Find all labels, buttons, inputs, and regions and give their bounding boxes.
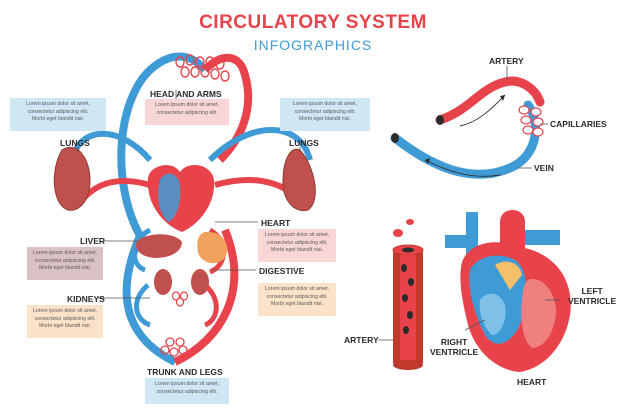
info-text-line: consectetur adipiscing elit. [27,108,89,115]
vein-flow-arrow [424,159,501,177]
floating-blood-cells [393,219,414,237]
valve [495,261,522,290]
info-text-line: Lorem ipsum dolor sit amet, [292,101,357,107]
info-text-line: Morbi eget blandit nisi. [39,265,91,271]
heart-leader-lines [464,299,560,331]
kidney-vein [134,283,152,328]
right-ventricle-inner [479,293,506,335]
info-text-line: Morbi eget blandit nisi. [271,301,323,307]
info-text-line: Morbi eget blandit nisi. [39,323,91,329]
pulmonary-artery [525,230,560,245]
label-heart: HEART [261,218,291,228]
right-kidney [191,269,209,295]
label-left-ventricle-line2: VENTRICLE [568,296,617,306]
info-box-top-right: Lorem ipsum dolor sit amet, consectetur … [280,98,370,131]
label-left-ventricle: LEFT VENTRICLE [568,286,616,306]
label-artery-top: ARTERY [489,56,524,66]
center-heart [147,165,215,232]
info-text-line: consectetur adipiscing elit. [294,108,356,115]
capillary-mesh-right [518,105,544,137]
info-text-line: Morbi eget blandit nisi. [32,116,84,122]
info-text-line: consectetur adipiscing elit. [156,388,218,395]
artery-opening [436,115,444,125]
info-box-liver: Lorem ipsum dolor sit amet, consectetur … [27,247,103,280]
lung-vein-right [207,127,313,163]
label-right-ventricle: RIGHT VENTRICLE [430,337,478,357]
info-text-line: Morbi eget blandit nisi. [271,247,323,253]
right-leader-lines [506,66,548,169]
info-text-line: Lorem ipsum dolor sit amet, [25,101,90,107]
info-text-line: consectetur adipiscing elit. [156,109,218,116]
digestive-organ [197,231,228,264]
label-digestive: DIGESTIVE [259,266,305,276]
info-text-line: Morbi eget blandit nisi. [299,116,351,122]
kidney-artery [203,283,219,328]
left-kidney [154,269,172,295]
info-text-line: consectetur adipiscing elit. [34,315,96,322]
right-lung [282,148,316,212]
label-lungs-right: LUNGS [289,138,319,148]
head-vein-loop [117,52,209,238]
liver [135,234,182,258]
info-box-heart: Lorem ipsum dolor sit amet, consectetur … [258,229,336,262]
liver-vein [131,227,152,273]
info-box-top-left: Lorem ipsum dolor sit amet, consectetur … [10,98,106,131]
vein-tube [390,100,540,179]
info-text-line: consectetur adipiscing elit. [266,293,328,300]
label-right-ventricle-line1: RIGHT [440,337,468,347]
info-box-head: Lorem ipsum dolor sit amet, consectetur … [145,99,229,125]
info-text-line: consectetur adipiscing elit. [34,257,96,264]
info-box-trunk: Lorem ipsum dolor sit amet, consectetur … [145,378,229,404]
label-lungs-left: LUNGS [60,138,90,148]
info-text-line: Lorem ipsum dolor sit amet, [154,102,219,108]
head-capillaries [175,54,230,82]
vein-arrowhead [425,158,430,164]
vein-opening [391,133,399,143]
label-head-and-arms: HEAD AND ARMS [150,89,222,99]
info-text-line: Lorem ipsum dolor sit amet, [264,286,329,292]
leader-lines [77,90,301,299]
info-text-line: Lorem ipsum dolor sit amet, [32,250,97,256]
body-capillaries [160,337,188,357]
left-lung [53,147,91,211]
pulmonary-vein-left [445,235,470,248]
artery-bottom-cap [393,360,423,370]
artery-lumen [402,247,414,253]
info-box-kidneys: Lorem ipsum dolor sit amet, consectetur … [27,305,103,338]
artery-blood-cells [401,264,414,334]
label-right-ventricle-line2: VENTRICLE [430,347,479,357]
left-ventricle-inner [521,279,556,348]
label-capillaries: CAPILLARIES [550,119,607,129]
page-subtitle: INFOGRAPHICS [253,37,373,53]
label-artery-bottom: ARTERY [344,335,379,345]
label-trunk-and-legs: TRUNK AND LEGS [147,367,223,377]
label-liver: LIVER [80,236,106,246]
info-text-line: Lorem ipsum dolor sit amet, [32,308,97,314]
info-text-line: consectetur adipiscing elit. [266,239,328,246]
artery-arrowhead [500,95,505,101]
info-text-line: Lorem ipsum dolor sit amet, [154,381,219,387]
info-box-digestive: Lorem ipsum dolor sit amet, consectetur … [258,283,336,316]
page-title: CIRCULATORY SYSTEM [199,12,427,33]
lung-artery-left [79,178,151,203]
info-text-line: Lorem ipsum dolor sit amet, [264,232,329,238]
label-left-ventricle-line1: LEFT [581,286,603,296]
body-artery-loop [173,228,239,366]
mid-capillaries [171,291,189,307]
label-vein: VEIN [534,163,554,173]
center-heart-blue [158,173,181,222]
artery-tube [435,76,545,125]
label-kidneys: KIDNEYS [67,294,105,304]
label-heart-bottom: HEART [517,377,547,387]
